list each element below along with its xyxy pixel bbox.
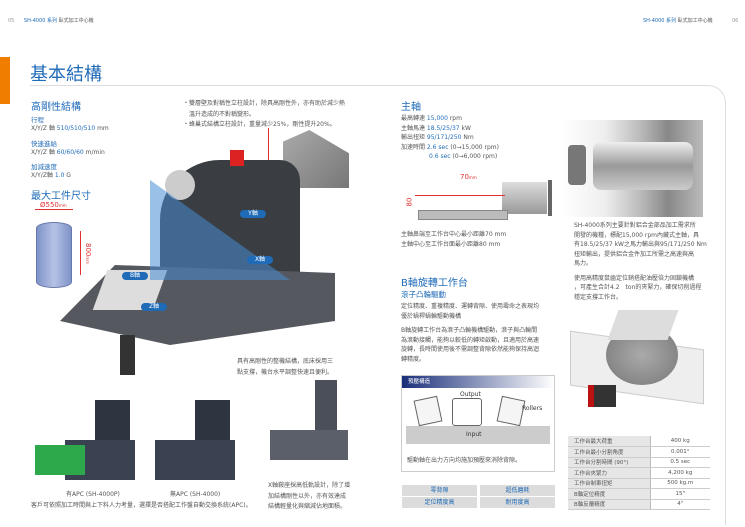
btable-subheading: 滾子凸輪驅動 bbox=[401, 290, 446, 299]
spec-label: 快速進給 bbox=[31, 139, 57, 148]
y-axis-label: Y軸 bbox=[240, 210, 266, 218]
spec-key: B軸定位精度 bbox=[568, 488, 651, 500]
apc-label: 有APC (SH-4000P) bbox=[66, 491, 120, 498]
x-guide-image bbox=[270, 380, 348, 476]
preload-caption: 驅動軸在出力方向均施加預壓來消除背隙。 bbox=[407, 457, 522, 464]
structure-bullets: ・雙層壁及對稱性立柱設計，除具高剛性外，亦有助於減少熱 溫升造成的不對稱變形。・… bbox=[183, 100, 346, 128]
spec-label: 加減速度 bbox=[31, 163, 57, 171]
spec-value: 4" bbox=[650, 499, 710, 510]
rotary-table-image bbox=[568, 300, 706, 415]
spec-key: 工作台最大荷重 bbox=[568, 436, 651, 447]
right-panel bbox=[360, 85, 726, 525]
no-apc-label: 無APC (SH-4000) bbox=[170, 491, 221, 498]
base-caption: 具有高剛性的整機結構，底床採用三點支撐，機台水平調整快速且便利。 bbox=[237, 358, 334, 376]
spec-value: 400 kg bbox=[650, 436, 710, 447]
feature-badge: 定位精度高 bbox=[402, 497, 477, 508]
spec-value: 0.001° bbox=[650, 446, 710, 458]
rigidity-heading: 高剛性結構 bbox=[31, 102, 81, 113]
height-line bbox=[80, 231, 81, 275]
spindle-distance-diagram: 70mm 80 bbox=[400, 170, 552, 225]
btable-heading: B軸旋轉工作台 bbox=[401, 278, 468, 289]
spindle-photo bbox=[563, 120, 703, 217]
callout-line bbox=[268, 128, 269, 190]
feature-badge: 零背隙 bbox=[402, 485, 477, 496]
spec-value: 4,200 kg bbox=[650, 467, 710, 479]
b-axis-label: B軸 bbox=[122, 272, 148, 280]
feature-badge: 耐用度高 bbox=[480, 497, 555, 508]
spindle-description: SH-4000系列主要針對鋁合金部品加工需求所開發的機種，標配15,000 rp… bbox=[574, 222, 707, 301]
spec-value: 15" bbox=[650, 488, 710, 500]
btable-para2: B軸旋轉工作台為滾子凸輪機構驅動，滾子與凸輪間為滾動接觸，能夠以較低的轉矩啟動，… bbox=[401, 327, 540, 363]
spec-key: B軸反覆精度 bbox=[568, 499, 651, 510]
apc-caption: 客戶可依照加工時間與上下料人力考量，選擇是否搭配工作盤自動交換系統(APC)。 bbox=[31, 502, 252, 509]
preload-title: 預壓構造 bbox=[402, 376, 554, 388]
spec-key: 工作台制車扭矩 bbox=[568, 478, 651, 489]
spec-value: 500 kg.m bbox=[650, 478, 710, 489]
output-label: Output bbox=[460, 391, 481, 398]
rollers-label: Rollers bbox=[522, 405, 543, 412]
page-number-right: 06 bbox=[732, 18, 739, 24]
spec-label: 行程 bbox=[31, 116, 44, 124]
spindle-heading: 主軸 bbox=[401, 102, 421, 113]
spec-value: X/Y/Z 軸 510/510/510 mm bbox=[31, 125, 109, 132]
workpiece-cylinder bbox=[36, 222, 72, 288]
machine-image bbox=[60, 150, 335, 385]
spec-key: 工作台夾緊力 bbox=[568, 467, 651, 479]
spindle-specs: 最高轉速 15,000 rpm 主軸馬達 18.5/25/37 kW 輸出扭矩 … bbox=[401, 115, 499, 160]
z-axis-label: Z軸 bbox=[141, 303, 167, 311]
input-label: Input bbox=[466, 431, 482, 438]
page-number-left: 05 bbox=[8, 18, 15, 24]
apc-machine-image bbox=[35, 395, 135, 490]
spec-value: X/Y/Z 軸 60/60/60 m/min bbox=[31, 148, 105, 156]
x-guide-caption: X軸鞍座採高低軌設計，除了增加結構剛性以外，亦有效達成結構輕量化與縮減佔地面積。 bbox=[268, 482, 351, 510]
no-apc-machine-image bbox=[150, 395, 240, 490]
preload-box: 預壓構造 Output Rollers Input 驅動軸在出力方向均施加預壓來… bbox=[401, 375, 555, 472]
btable-para1: 定位精度、重複精度、運轉背隙、使用壽命之表現均優於蝸桿蝸輪驅動機構 bbox=[401, 303, 540, 320]
diameter-line bbox=[35, 209, 73, 210]
title-divider bbox=[30, 85, 375, 86]
orange-tab bbox=[0, 57, 10, 104]
rigidity-specs: 行程 X/Y/Z 軸 510/510/510 mm 快速進給 X/Y/Z 軸 6… bbox=[31, 114, 109, 181]
feature-badge: 超低磨耗 bbox=[480, 485, 555, 496]
spec-value: 0.5 sec bbox=[650, 457, 710, 468]
spec-row: 工作台分割時間 (90°)0.5 sec bbox=[568, 457, 710, 468]
spec-value: X/Y/Z軸 1.0 G bbox=[31, 172, 71, 179]
spec-key: 工作台分割時間 (90°) bbox=[568, 457, 651, 468]
header-left: SH-4000 系列 臥式加工中心機 bbox=[24, 18, 94, 24]
x-axis-label: X軸 bbox=[247, 256, 273, 264]
workpiece-heading: 最大工件尺寸 bbox=[31, 191, 91, 202]
spec-key: 工作台最小分割角度 bbox=[568, 446, 651, 458]
page-title: 基本結構 bbox=[30, 64, 102, 85]
diameter-label: Ø550mm bbox=[40, 201, 67, 209]
header-right: SH-4000 系列 臥式加工中心機 bbox=[643, 18, 713, 24]
